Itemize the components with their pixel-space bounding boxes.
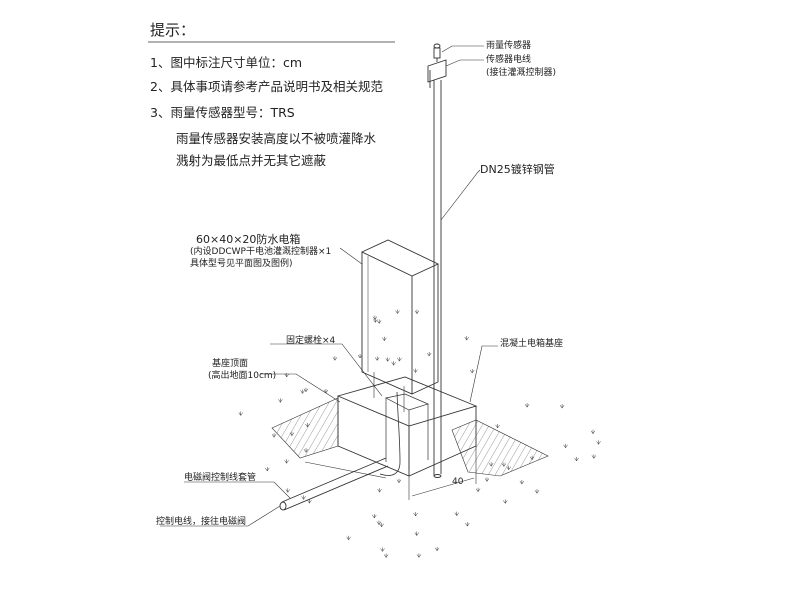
electrical-box [360, 239, 440, 412]
grass-mark [379, 522, 384, 528]
grass-mark [501, 462, 507, 467]
ground-hatch-right [451, 419, 549, 477]
grass-mark [464, 336, 469, 341]
grass-mark [396, 478, 402, 484]
grass-mark [303, 448, 309, 453]
grass-mark [484, 477, 490, 482]
grass-mark [591, 454, 597, 459]
grass-mark [465, 522, 470, 527]
grass-mark [301, 495, 306, 500]
leader-lines [160, 45, 498, 527]
grass-marks [238, 309, 601, 558]
grass-mark [377, 488, 382, 493]
grass-mark [563, 443, 568, 449]
grass-mark [376, 319, 382, 324]
rain-sensor-icon [427, 43, 447, 88]
grass-mark [395, 309, 400, 314]
grass-mark [323, 388, 329, 394]
grass-mark [376, 520, 382, 526]
grass-mark [373, 318, 378, 323]
grass-mark [271, 433, 277, 438]
grass-mark [382, 336, 387, 342]
steel-pipe [433, 80, 442, 478]
grass-mark [413, 511, 418, 517]
grass-mark [372, 315, 378, 321]
grass-mark [300, 389, 305, 394]
grass-mark [357, 354, 363, 359]
grass-mark [503, 499, 508, 504]
grass-mark [383, 553, 389, 558]
grass-mark [434, 546, 440, 552]
grass-mark [284, 372, 289, 378]
grass-mark [284, 459, 289, 464]
grass-mark [414, 531, 419, 537]
grass-mark [303, 387, 309, 393]
grass-mark [534, 489, 540, 494]
grass-mark [289, 431, 295, 437]
grass-mark [488, 462, 494, 467]
grass-mark [574, 457, 579, 462]
grass-mark [475, 487, 481, 493]
ground-hatch-left [271, 397, 339, 459]
grass-mark [416, 553, 422, 558]
grass-mark [372, 513, 377, 519]
grass-mark [397, 357, 402, 362]
grass-mark [596, 440, 601, 445]
base-opening [384, 393, 429, 470]
grass-mark [414, 309, 420, 315]
grass-mark [506, 465, 511, 471]
grass-mark [374, 356, 380, 361]
grass-mark [380, 547, 385, 552]
grass-mark [413, 368, 418, 373]
grass-mark [265, 466, 270, 472]
grass-mark [590, 429, 596, 435]
grass-mark [524, 403, 530, 408]
conduit [279, 457, 389, 511]
grass-mark [469, 369, 475, 374]
grass-mark [305, 422, 310, 428]
grass-mark [426, 352, 432, 357]
grass-mark [495, 423, 500, 429]
grass-mark [391, 361, 396, 366]
grass-mark [529, 455, 535, 461]
grass-mark [285, 488, 290, 493]
grass-mark [278, 398, 283, 403]
grass-mark [454, 511, 459, 517]
dimension-lines [304, 446, 477, 500]
control-cable-path [379, 391, 401, 476]
grass-mark [332, 356, 338, 361]
grass-mark [346, 535, 351, 541]
grass-mark [519, 480, 525, 485]
grass-mark [385, 357, 390, 362]
grass-mark [559, 404, 565, 409]
grass-mark [307, 499, 312, 504]
grass-mark [238, 411, 243, 416]
